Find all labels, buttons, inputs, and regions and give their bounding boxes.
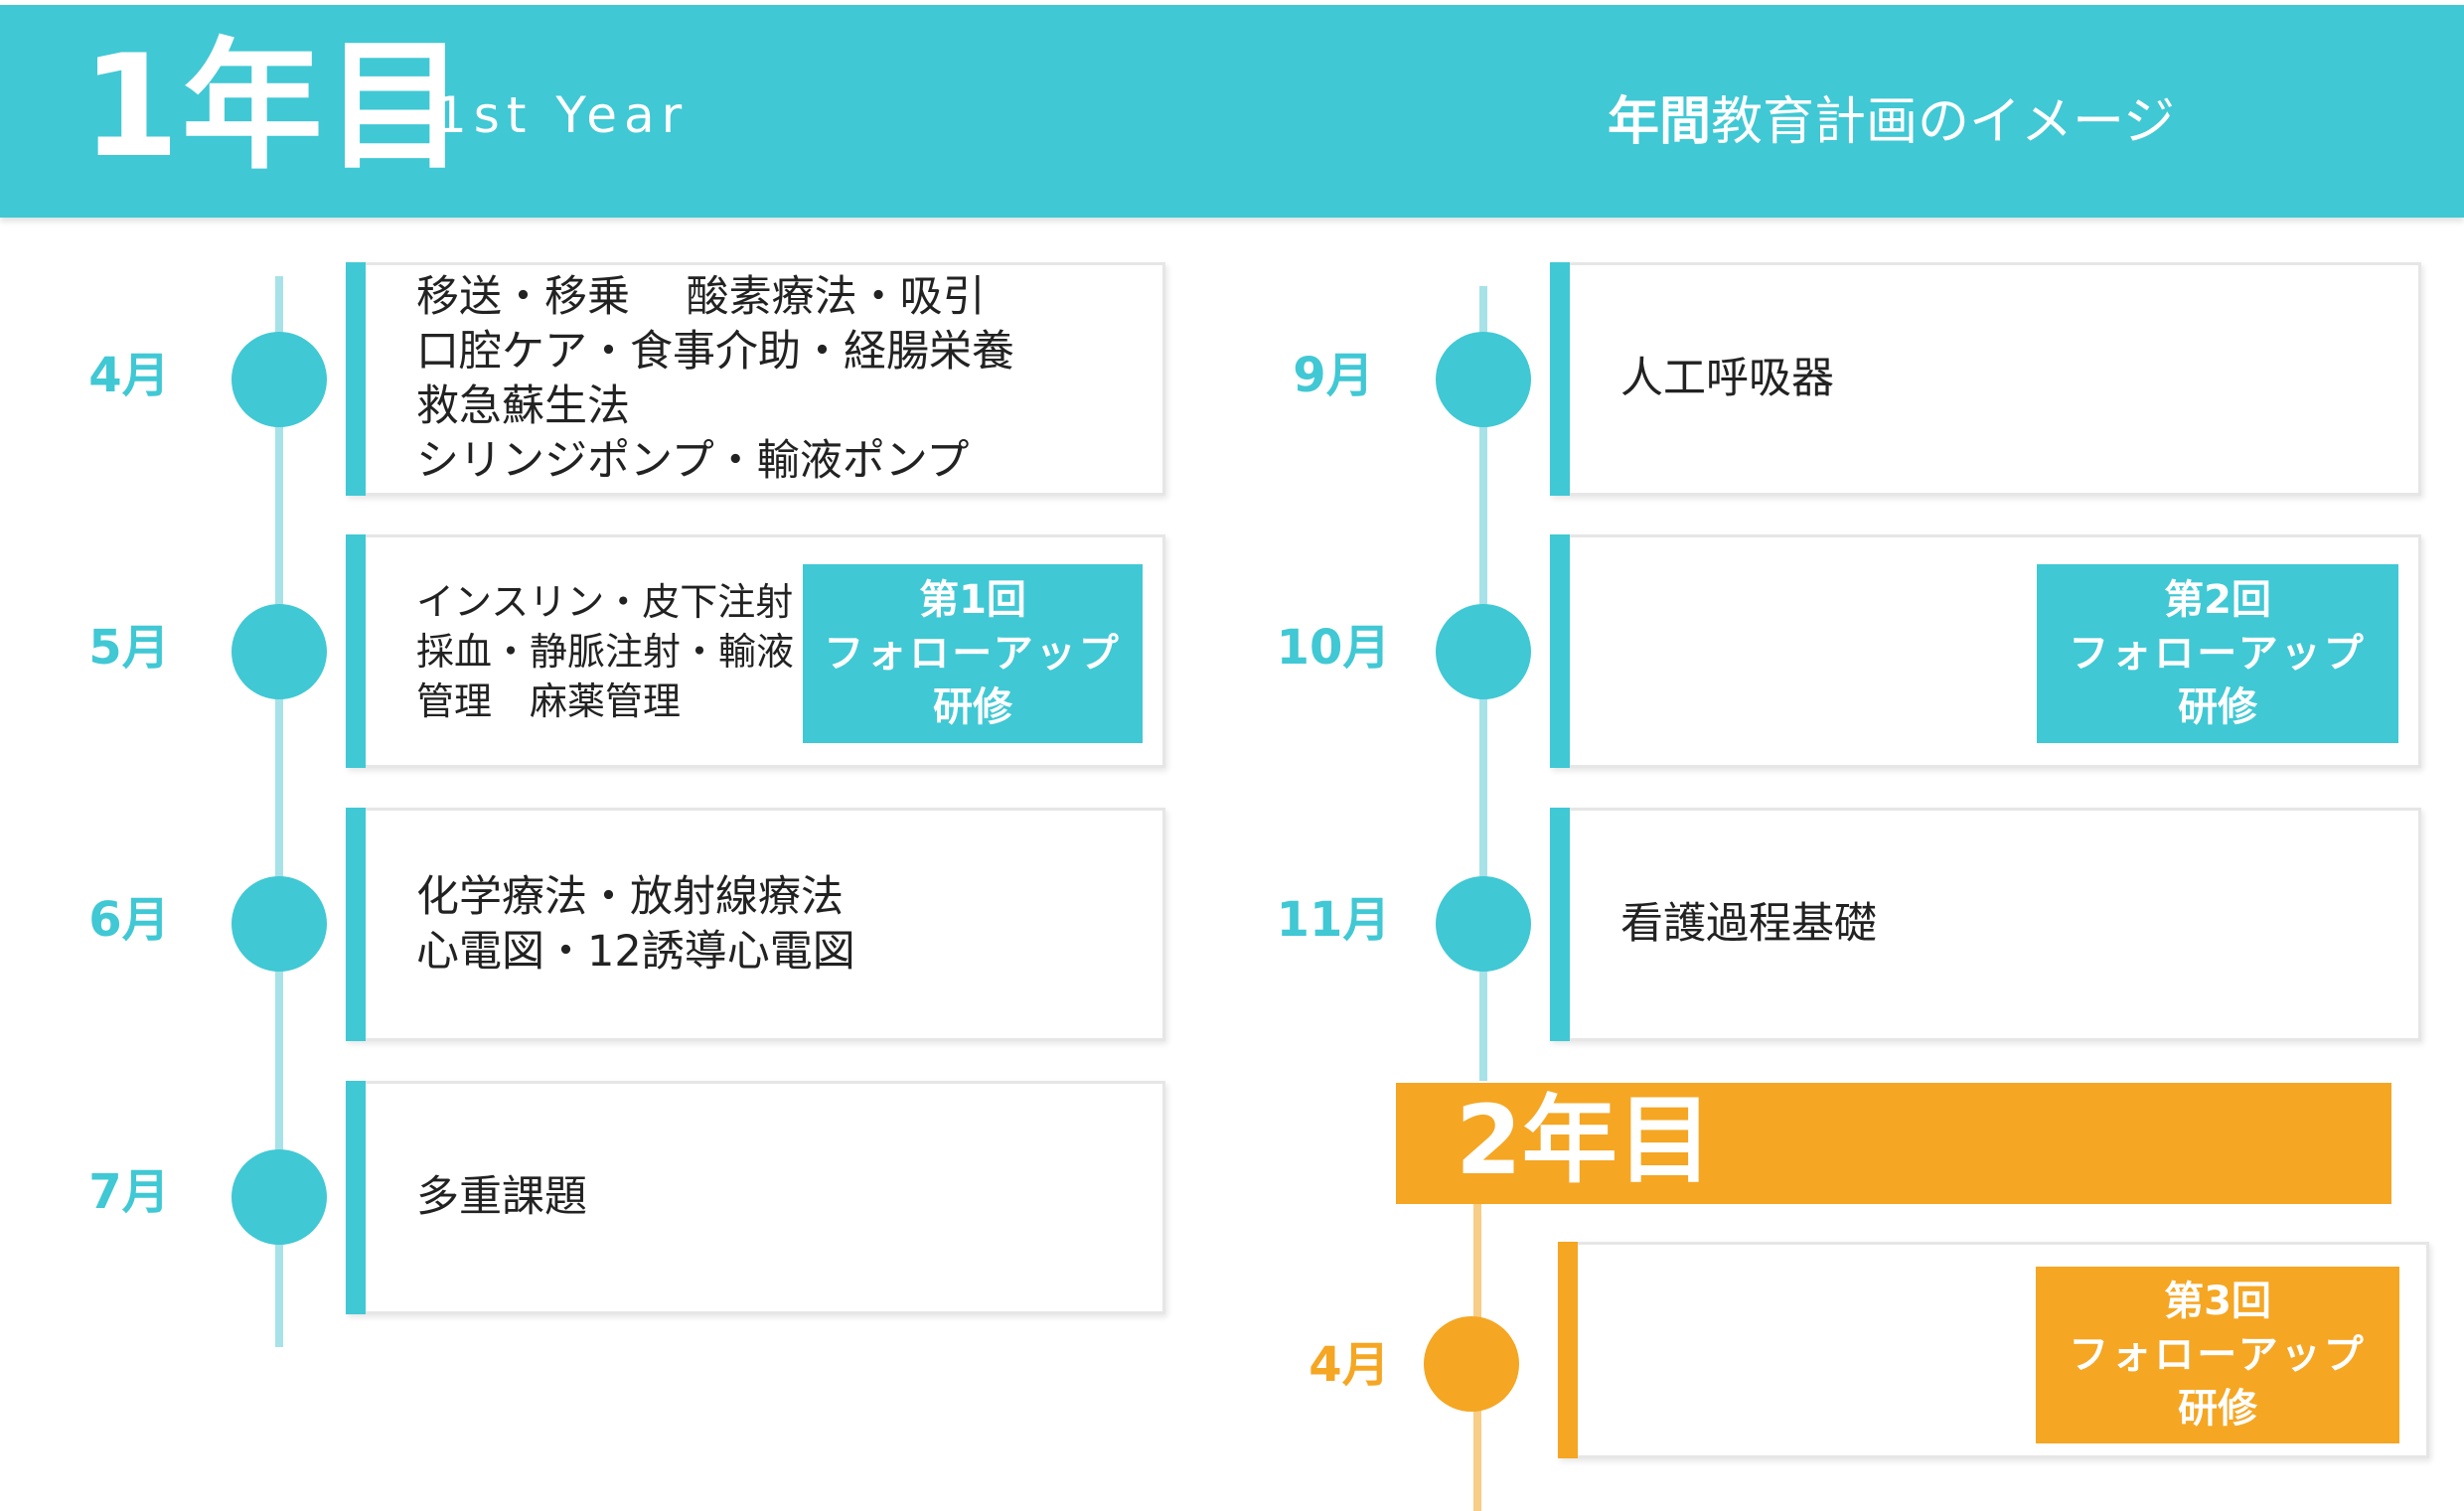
timeline-dot xyxy=(1436,876,1531,972)
month-label: 5月 xyxy=(88,620,170,676)
card-text: 人工呼吸器 xyxy=(1620,265,1834,493)
badge-training: 研修 xyxy=(2178,1386,2257,1432)
followup-training-badge: 第2回 フォローアップ 研修 xyxy=(2037,564,2398,743)
training-card: 第3回 フォローアップ 研修 xyxy=(1558,1242,2429,1458)
badge-session: 第3回 xyxy=(2164,1279,2271,1324)
plan-caption-strong: 年間 xyxy=(1608,92,1712,152)
card-line: 多重課題 xyxy=(416,1172,587,1222)
month-label: 4月 xyxy=(88,348,170,403)
card-accent-bar xyxy=(346,262,366,496)
card-line: インスリン・皮下注射 xyxy=(416,579,794,624)
page-title: 1年目 xyxy=(81,25,468,189)
training-card: インスリン・皮下注射 採血・静脈注射・輸液 管理 麻薬管理 第1回 フォローアッ… xyxy=(346,534,1165,768)
training-card: 看護過程基礎 xyxy=(1550,808,2421,1041)
month-label: 9月 xyxy=(1293,348,1374,403)
card-line: 移送・移乗 酸素療法・吸引 xyxy=(416,271,986,322)
month-label: 6月 xyxy=(88,892,170,948)
card-accent-bar xyxy=(1550,808,1570,1041)
card-line: 化学療法・放射線療法 xyxy=(416,871,844,922)
timeline-dot xyxy=(231,1149,327,1245)
month-label: 11月 xyxy=(1276,892,1391,948)
timeline-line-left xyxy=(275,276,283,1347)
timeline-dot xyxy=(1424,1316,1519,1412)
badge-followup: フォローアップ xyxy=(2069,1332,2367,1378)
training-card: 化学療法・放射線療法 心電図・12誘導心電図 xyxy=(346,808,1165,1041)
badge-training: 研修 xyxy=(2178,684,2257,730)
card-accent-bar xyxy=(346,534,366,768)
badge-followup: フォローアップ xyxy=(824,631,1122,677)
training-card: 人工呼吸器 xyxy=(1550,262,2421,496)
badge-session: 第1回 xyxy=(919,577,1026,623)
training-card: 多重課題 xyxy=(346,1081,1165,1314)
page-subtitle: 1st Year xyxy=(435,86,690,144)
followup-training-badge: 第1回 フォローアップ 研修 xyxy=(803,564,1143,743)
plan-caption-rest: 教育計画のイメージ xyxy=(1711,92,2175,152)
month-label: 10月 xyxy=(1276,620,1391,676)
header-banner: 1年目 1st Year 年間教育計画のイメージ xyxy=(0,5,2464,218)
followup-training-badge: 第3回 フォローアップ 研修 xyxy=(2036,1267,2399,1443)
card-text: 看護過程基礎 xyxy=(1620,811,1877,1038)
timeline-dot xyxy=(1436,604,1531,699)
card-line: 看護過程基礎 xyxy=(1620,899,1877,949)
training-card: 移送・移乗 酸素療法・吸引 口腔ケア・食事介助・経腸栄養 救急蘇生法 シリンジポ… xyxy=(346,262,1165,496)
card-line: 心電図・12誘導心電図 xyxy=(416,926,855,977)
card-accent-bar xyxy=(1558,1242,1578,1458)
timeline-dot xyxy=(231,876,327,972)
month-label: 7月 xyxy=(88,1164,170,1220)
year2-title: 2年目 xyxy=(1456,1085,1713,1196)
timeline-dot xyxy=(1436,332,1531,427)
card-accent-bar xyxy=(1550,262,1570,496)
card-text: 移送・移乗 酸素療法・吸引 口腔ケア・食事介助・経腸栄養 救急蘇生法 シリンジポ… xyxy=(416,265,1014,493)
card-text: 多重課題 xyxy=(416,1084,587,1311)
timeline-dot xyxy=(231,604,327,699)
month-label: 4月 xyxy=(1309,1337,1390,1393)
card-line: 人工呼吸器 xyxy=(1620,354,1834,403)
card-accent-bar xyxy=(1550,534,1570,768)
plan-caption: 年間教育計画のイメージ xyxy=(1608,96,2175,148)
training-card: 第2回 フォローアップ 研修 xyxy=(1550,534,2421,768)
card-line: 採血・静脈注射・輸液 xyxy=(416,629,795,674)
card-accent-bar xyxy=(346,1081,366,1314)
card-line: 救急蘇生法 xyxy=(416,380,630,431)
badge-session: 第2回 xyxy=(2164,577,2271,623)
badge-training: 研修 xyxy=(933,684,1012,730)
card-line: 管理 麻薬管理 xyxy=(416,679,682,723)
card-text: インスリン・皮下注射 採血・静脈注射・輸液 管理 麻薬管理 xyxy=(416,537,794,765)
card-text: 化学療法・放射線療法 心電図・12誘導心電図 xyxy=(416,811,855,1038)
card-line: シリンジポンプ・輸液ポンプ xyxy=(416,435,970,486)
card-line: 口腔ケア・食事介助・経腸栄養 xyxy=(416,326,1014,377)
badge-followup: フォローアップ xyxy=(2069,631,2367,677)
card-accent-bar xyxy=(346,808,366,1041)
year2-banner: 2年目 xyxy=(1396,1083,2391,1204)
timeline-dot xyxy=(231,332,327,427)
